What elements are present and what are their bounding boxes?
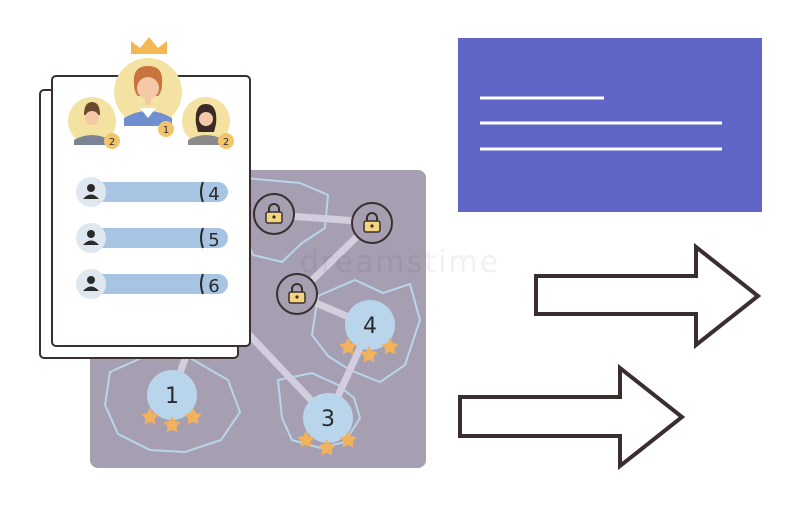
star-icon [141,408,159,425]
star-icon [360,346,378,363]
star-icon [184,408,202,425]
map-region-outline [276,371,362,450]
star-icon [297,431,315,448]
rank-number: 1 [163,125,169,136]
crown-icon [131,37,167,54]
lock-icon [288,283,306,304]
rank-number: 2 [223,137,229,148]
rank-number: 5 [208,230,219,251]
star-icon [339,338,357,355]
level-node-4: 4 [339,300,399,363]
star-icon [381,338,399,355]
map-region-outline [310,278,422,384]
banner-background [458,38,762,212]
level-number: 4 [363,314,377,339]
level-node-3: 3 [297,393,357,456]
locked-level-node [276,273,318,315]
person-icon [83,184,99,199]
star-icon [318,439,336,456]
rank-badge: 2 [104,133,120,149]
lock-icon [363,212,381,233]
level-node-1: 1 [141,370,202,433]
level-number: 1 [165,384,179,409]
rank-number: 2 [109,137,115,148]
locked-level-node [351,202,393,244]
locked-level-node [253,193,295,235]
info-banner [458,38,762,212]
star-icon [339,431,357,448]
star-icon [163,416,181,433]
arrow-right-icon [534,242,762,350]
leader-avatar-1 [114,58,182,126]
rank-list-row: 5 [76,223,228,253]
person-icon [83,276,99,291]
rank-list-row: 4 [76,177,228,207]
rank-list-row: 6 [76,269,228,299]
watermark: dreamstime [300,245,500,280]
person-icon [83,230,99,245]
rank-number: 4 [208,184,219,205]
leader-avatar-2-left [68,97,116,145]
rank-badge: 2 [218,133,234,149]
arrow-right-icon [458,363,686,471]
rank-badge: 1 [158,121,174,137]
lock-icon [265,203,283,224]
leader-avatar-2-right [182,97,230,145]
leaderboard-card: 1 2 2 [39,37,251,359]
rank-number: 6 [208,276,219,297]
level-number: 3 [321,407,335,432]
